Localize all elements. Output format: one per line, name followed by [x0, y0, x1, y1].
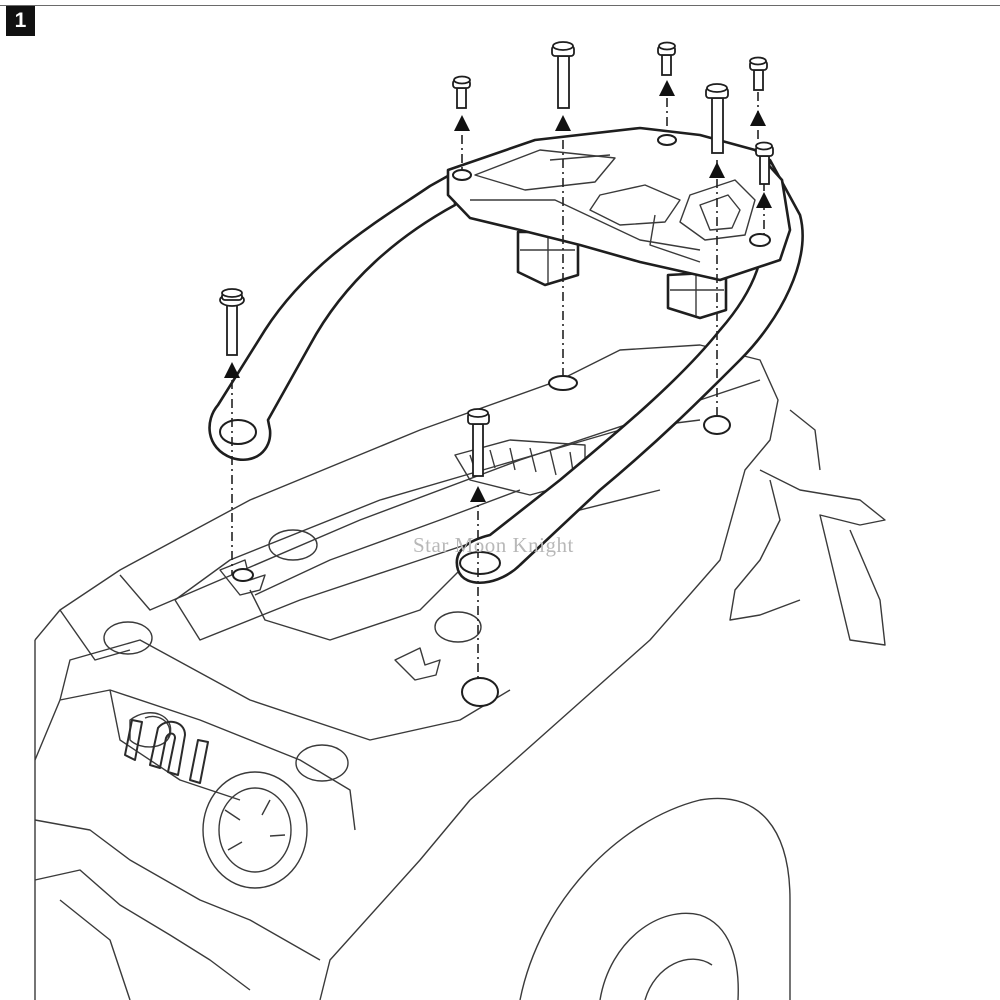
arrow-up-icon: [750, 110, 766, 126]
arrow-up-icon: [659, 80, 675, 96]
rear-wheel-inner: [599, 912, 739, 1000]
rear-wheel: [519, 797, 791, 1000]
luggage-rack: [208, 126, 804, 584]
rack-hole: [749, 233, 771, 247]
bolt-icon: [749, 56, 768, 91]
bolt-icon: [467, 408, 490, 477]
step-number-badge: 1: [6, 6, 35, 36]
rack-hole: [452, 169, 472, 181]
frame-mount-holes: [232, 134, 771, 707]
guide-lines: [231, 92, 765, 690]
frame-hole: [703, 415, 731, 435]
frame-hole: [461, 677, 499, 707]
tail-light: [202, 771, 308, 889]
rack-top-plate: [446, 126, 792, 282]
watermark: Star Moon Knight: [413, 533, 574, 557]
top-rule: [0, 5, 1000, 6]
tail-cowl-outline: [34, 344, 779, 1000]
arrow-up-icon: [224, 362, 240, 378]
frame-hole: [232, 568, 254, 582]
bolt-icon: [657, 41, 676, 76]
arrow-up-icon: [709, 162, 725, 178]
arrow-group: [224, 80, 772, 502]
motorcycle-tail: [34, 344, 886, 1000]
bolt-icon: [551, 41, 575, 109]
arrow-up-icon: [454, 115, 470, 131]
arrow-up-icon: [470, 486, 486, 502]
bolt-icon: [705, 83, 729, 154]
arrow-up-icon: [756, 192, 772, 208]
frame-hole: [548, 375, 578, 391]
rack-left-arm: [208, 170, 457, 461]
bolt-icon: [452, 75, 471, 109]
bolt-icon: [755, 141, 774, 185]
bolt-icon: [219, 288, 245, 356]
license-plate-bracket: [759, 469, 886, 646]
bolts: [219, 41, 774, 477]
rack-hole: [657, 134, 677, 146]
arrow-up-icon: [555, 115, 571, 131]
